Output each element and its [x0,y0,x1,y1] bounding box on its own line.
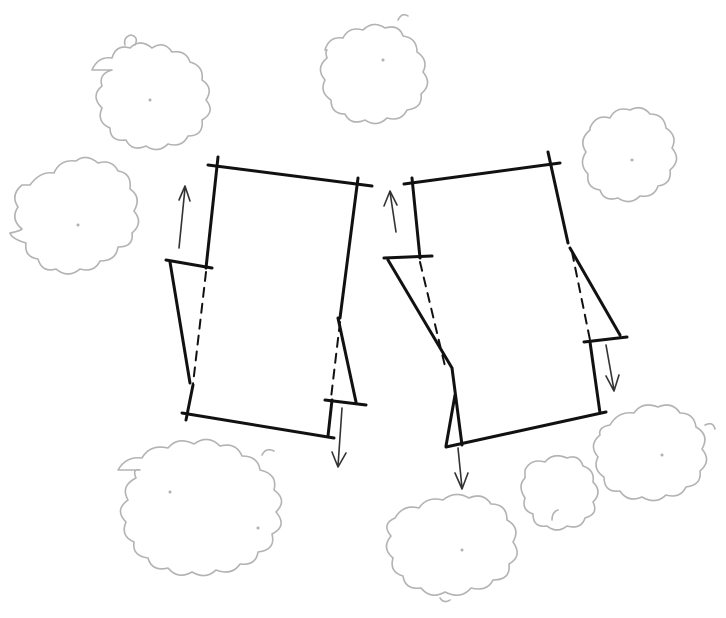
building-left-left-wall-upper [204,155,220,270]
tree-right [581,106,678,203]
building-left [164,155,374,440]
arrow-up-left-building [178,185,191,249]
tree-bottom-center [385,493,518,603]
building-right-sliding-panel-west [382,254,454,370]
tree-bottom-left [117,438,283,577]
building-right-right-wall-lower [588,340,602,415]
tree-bottom-right-small [520,454,599,531]
building-left-sliding-panel-west [164,258,214,385]
arrow-down-left-building [331,407,347,468]
building-right-sliding-panel-south [444,366,464,448]
building-right-left-wall [410,176,422,260]
tree-top-center [319,13,429,125]
tree-bottom-right-large [592,404,716,502]
building-left-top-wall [206,163,374,188]
arrow-down-right-building-east [605,344,620,392]
building-left-left-wall-lower [184,383,195,422]
arrow-up-right-building [383,190,398,233]
building-right-right-wall [546,150,570,245]
building-left-right-wall [338,176,360,320]
building-right-sliding-panel-east [568,246,629,344]
building-left-bottom-wall [180,411,336,440]
tree-left [9,156,140,275]
tree-top-left [91,34,211,151]
building-right [382,150,629,449]
building-left-sliding-panel-east [323,316,368,438]
arrow-down-right-building-south [454,447,469,490]
trees [9,13,716,603]
building-right-top-wall [402,161,562,186]
building-right-bottom-wall [444,410,608,449]
movement-arrows [178,185,620,490]
